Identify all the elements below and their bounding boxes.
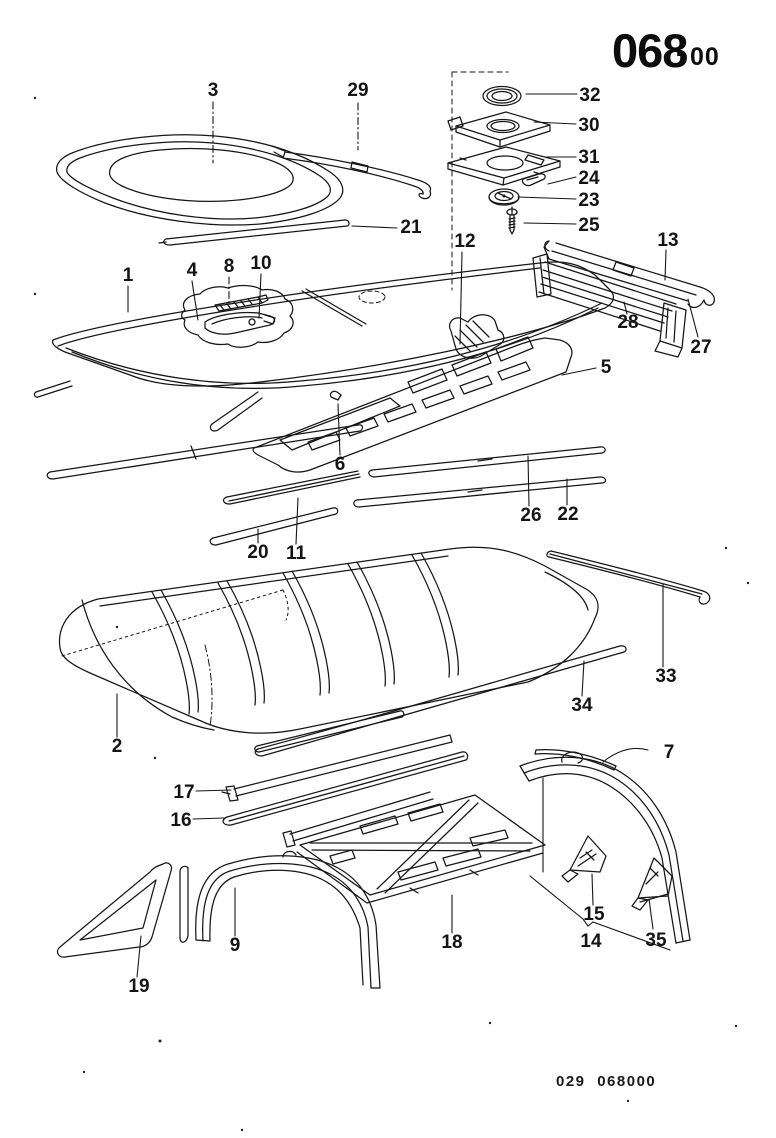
footer-code: 029 068000 — [556, 1073, 656, 1090]
part-9-arch — [179, 850, 381, 989]
part-29-rail — [271, 145, 432, 200]
section-code: 068 — [612, 24, 687, 77]
construction-dashed-lines — [451, 71, 509, 291]
callout-1: 1 — [123, 265, 134, 286]
callout-16: 16 — [170, 810, 191, 831]
callout-19: 19 — [128, 976, 149, 997]
left-post — [179, 865, 189, 943]
rail-20 — [209, 507, 339, 546]
rail-short-upper — [254, 710, 405, 753]
gusset-15 — [561, 835, 607, 883]
rail-long-upper — [46, 424, 364, 480]
rail-16 — [222, 751, 469, 826]
page-footer: 029 068000 — [556, 1073, 656, 1090]
callout-11: 11 — [286, 543, 307, 564]
scan-specks — [33, 96, 750, 1132]
callout-7: 7 — [664, 742, 675, 763]
callout-25: 25 — [578, 215, 600, 236]
rail-group — [46, 424, 607, 546]
rail-17-16-group — [221, 710, 469, 848]
part-24-clip — [521, 171, 546, 187]
part-14-rear-arch-group — [519, 751, 691, 951]
section-subcode: 00 — [690, 43, 720, 71]
callout-9: 9 — [230, 935, 241, 956]
callout-15: 15 — [583, 904, 605, 925]
rail-11 — [222, 470, 361, 505]
callout-2: 2 — [112, 736, 123, 757]
rail-22 — [353, 476, 607, 508]
callout-28: 28 — [617, 312, 638, 333]
callout-34: 34 — [571, 695, 593, 716]
callout-27: 27 — [690, 337, 711, 358]
part-13-28-27-crossmember — [532, 240, 716, 358]
rail-17 — [221, 734, 453, 802]
callout-10: 10 — [250, 253, 271, 274]
part-7-strip — [534, 749, 617, 771]
part-5-frame — [209, 336, 573, 473]
part-21-strip — [158, 219, 350, 246]
part-6-pin — [329, 390, 342, 401]
callout-24: 24 — [578, 168, 600, 189]
page-header: 068 - 00 — [612, 24, 720, 77]
rail-26 — [368, 446, 606, 478]
callout-29: 29 — [347, 80, 368, 101]
callout-4: 4 — [187, 260, 198, 281]
part-12-flap — [448, 314, 505, 359]
callout-31: 31 — [578, 147, 600, 168]
callout-20: 20 — [247, 542, 268, 563]
callout-26: 26 — [520, 505, 541, 526]
rail-lower-cross — [282, 791, 434, 848]
part-3-sliding-roof-lid — [55, 134, 344, 226]
callout-32: 32 — [579, 85, 600, 106]
part-19-corner-frame — [56, 862, 173, 958]
callout-33: 33 — [655, 666, 676, 687]
part-32-ring — [482, 85, 522, 107]
part-1-roof-panel — [33, 261, 615, 398]
part-31-plate — [447, 146, 561, 186]
callout-17: 17 — [173, 782, 194, 803]
part-2-inner-roof-panel — [58, 546, 599, 734]
section-separator: - — [676, 36, 686, 69]
callout-35: 35 — [645, 930, 667, 951]
gusset-35 — [631, 857, 673, 911]
callout-8: 8 — [224, 256, 235, 277]
callout-30: 30 — [578, 115, 599, 136]
callout-14: 14 — [580, 931, 602, 952]
callout-12: 12 — [454, 231, 475, 252]
part-25-screw — [506, 206, 518, 235]
callout-22: 22 — [557, 504, 578, 525]
part-10-lever — [204, 311, 276, 335]
callout-6: 6 — [335, 454, 346, 475]
callout-13: 13 — [657, 230, 678, 251]
callout-18: 18 — [441, 932, 462, 953]
part-34-strip — [254, 645, 627, 757]
part-23-grommet — [488, 188, 520, 206]
callout-5: 5 — [601, 357, 612, 378]
brace-14 — [529, 777, 671, 951]
callout-3: 3 — [208, 80, 219, 101]
callout-23: 23 — [578, 190, 599, 211]
callout-labels: 1 2 3 4 5 6 7 8 9 10 11 12 13 14 15 16 1… — [112, 80, 712, 997]
part-33-strip — [546, 550, 711, 605]
leader-lines — [116, 93, 699, 978]
part-18-pressed-plate — [296, 794, 546, 904]
part-30-plate — [447, 111, 551, 148]
callout-21: 21 — [400, 217, 422, 238]
